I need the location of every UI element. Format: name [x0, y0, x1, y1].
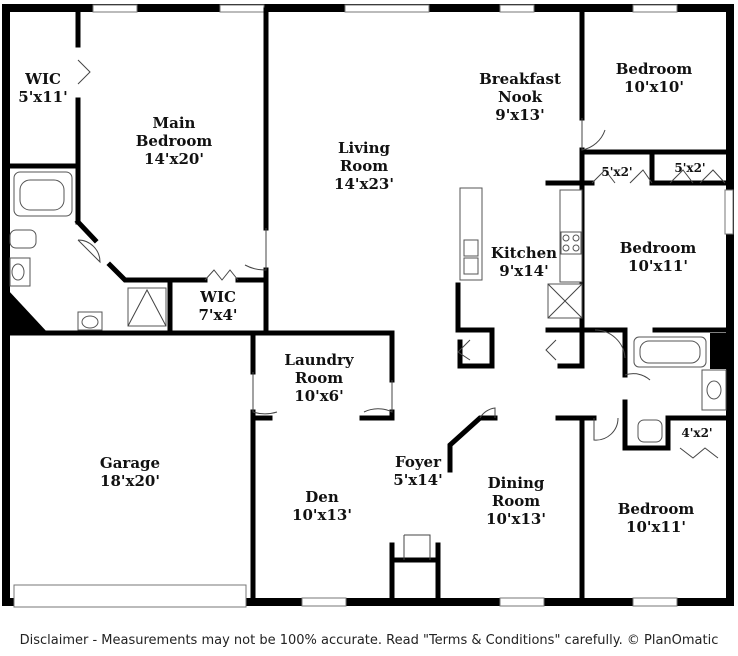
- room-size: 9'x14': [499, 262, 548, 280]
- room-size: 5'x2': [674, 161, 705, 175]
- room-name: Bedroom: [136, 132, 213, 150]
- room-name: Room: [295, 369, 343, 387]
- room-name: Bedroom: [620, 239, 697, 257]
- bathroom-fixtures: [9, 171, 727, 443]
- kitchen-fixtures: [459, 187, 583, 319]
- room-size: 5'x11': [18, 88, 67, 106]
- room-bedroom-ne: Bedroom 10'x10': [616, 60, 693, 96]
- room-name: Bedroom: [618, 500, 695, 518]
- room-name: Living: [338, 139, 391, 157]
- room-foyer: Foyer 5'x14': [393, 453, 442, 489]
- room-dining: Dining Room 10'x13': [486, 474, 546, 528]
- room-breakfast-nook: Breakfast Nook 9'x13': [479, 70, 561, 124]
- room-closet-b: 5'x2': [674, 161, 705, 175]
- room-name: Bedroom: [616, 60, 693, 78]
- room-size: 14'x23': [334, 175, 394, 193]
- room-size: 10'x11': [628, 257, 688, 275]
- room-wic-2: WIC 7'x4': [198, 288, 237, 324]
- room-name: WIC: [24, 70, 61, 88]
- room-name: Kitchen: [491, 244, 557, 262]
- structural-blocks: [8, 290, 730, 369]
- room-living-room: Living Room 14'x23': [334, 139, 394, 193]
- room-wic-1: WIC 5'x11': [18, 70, 67, 106]
- room-bedroom-se: Bedroom 10'x11': [618, 500, 695, 536]
- room-size: 9'x13': [495, 106, 544, 124]
- room-size: 4'x2': [681, 426, 712, 440]
- room-name: Room: [340, 157, 388, 175]
- room-garage: Garage 18'x20': [100, 454, 160, 490]
- room-name: WIC: [199, 288, 236, 306]
- room-size: 10'x13': [292, 506, 352, 524]
- room-closet-c: 4'x2': [681, 426, 712, 440]
- room-name: Room: [492, 492, 540, 510]
- room-name: Breakfast: [479, 70, 561, 88]
- windows: [13, 4, 734, 608]
- room-name: Main: [153, 114, 196, 132]
- room-size: 18'x20': [100, 472, 160, 490]
- room-name: Garage: [100, 454, 160, 472]
- room-main-bedroom: Main Bedroom 14'x20': [136, 114, 213, 168]
- exterior-walls: [2, 4, 734, 606]
- room-size: 7'x4': [198, 306, 237, 324]
- door-swings: [77, 59, 726, 560]
- room-name: Laundry: [284, 351, 354, 369]
- room-size: 5'x14': [393, 471, 442, 489]
- room-size: 10'x13': [486, 510, 546, 528]
- room-name: Den: [305, 488, 339, 506]
- room-size: 10'x11': [626, 518, 686, 536]
- room-size: 14'x20': [144, 150, 204, 168]
- room-size: 10'x10': [624, 78, 684, 96]
- room-bedroom-e: Bedroom 10'x11': [620, 239, 697, 275]
- room-den: Den 10'x13': [292, 488, 352, 524]
- room-size: 10'x6': [294, 387, 343, 405]
- room-name: Foyer: [395, 453, 442, 471]
- disclaimer-text: Disclaimer - Measurements may not be 100…: [19, 633, 719, 648]
- room-name: Dining: [488, 474, 545, 492]
- room-kitchen: Kitchen 9'x14': [491, 244, 557, 280]
- room-laundry: Laundry Room 10'x6': [284, 351, 354, 405]
- room-size: 5'x2': [601, 165, 632, 179]
- room-closet-a: 5'x2': [601, 165, 632, 179]
- room-name: Nook: [498, 88, 543, 106]
